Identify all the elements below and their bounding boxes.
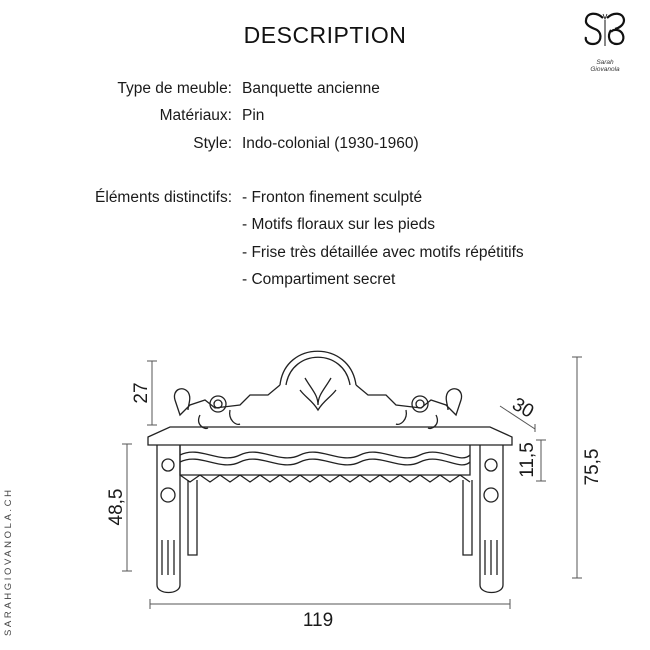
detail-value: Pin [242, 107, 265, 124]
brand-name-line1: Sarah [596, 59, 614, 66]
feature-item: - Frise très détaillée avec motifs répét… [242, 244, 524, 261]
detail-label: Style: [193, 135, 232, 152]
bench-outline [147, 350, 513, 594]
detail-value: Indo-colonial (1930-1960) [242, 135, 419, 152]
site-url: SARAHGIOVANOLA.CH [3, 487, 14, 636]
brand-logo: Sarah Giovanola [575, 10, 635, 73]
feature-item: - Compartiment secret [242, 271, 396, 288]
detail-value: Banquette ancienne [242, 80, 380, 97]
feature-item: - Motifs floraux sur les pieds [242, 216, 435, 233]
dim-apron-height: 11,5 [517, 442, 538, 478]
dim-depth: 30 [508, 394, 537, 423]
dim-width: 119 [303, 610, 333, 631]
dim-leg-height: 48,5 [106, 489, 127, 526]
butterfly-sg-monogram-icon [584, 12, 626, 46]
dim-total-height: 75,5 [582, 449, 603, 486]
feature-item: - Fronton finement sculpté [242, 189, 423, 206]
detail-label: Matériaux: [159, 107, 232, 124]
features-label: Éléments distinctifs: [95, 189, 232, 206]
dimension-lines [122, 356, 582, 609]
detail-label: Type de meuble: [117, 80, 232, 97]
dim-pediment-height: 27 [131, 382, 152, 403]
brand-name-line2: Giovanola [590, 66, 620, 73]
page-title: DESCRIPTION [243, 22, 407, 48]
